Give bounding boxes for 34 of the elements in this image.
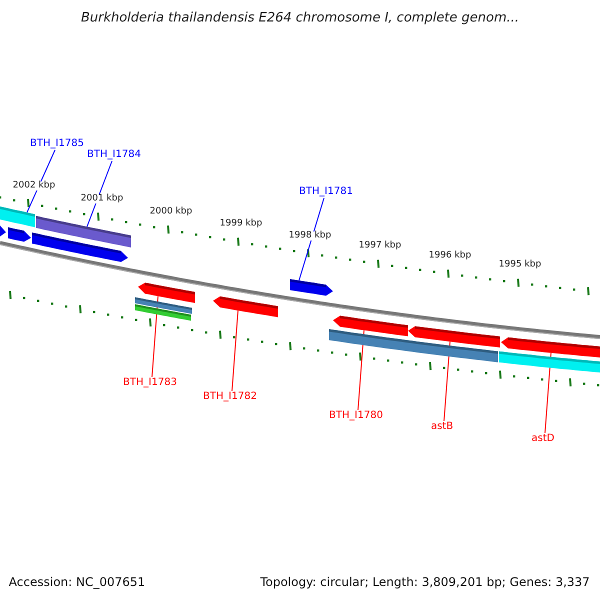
leader-line bbox=[86, 160, 112, 228]
genome-info-text: Topology: circular; Length: 3,809,201 bp; Genes: 3,337 bbox=[260, 576, 590, 588]
gene-pointer-block bbox=[32, 232, 128, 262]
gene-label: BTH_I1780 bbox=[329, 411, 383, 421]
scale-label: 1999 kbp bbox=[220, 220, 262, 228]
scale-label: 1997 kbp bbox=[358, 242, 402, 250]
scale-label: 2002 kbp bbox=[12, 182, 56, 190]
gene-pointer-block bbox=[408, 326, 500, 348]
gene-label: BTH_I1784 bbox=[87, 150, 141, 160]
scale-label: 2001 kbp bbox=[80, 194, 124, 204]
gene-label: astB bbox=[430, 422, 454, 432]
leader-line bbox=[26, 150, 56, 213]
scale-label: 1995 kbp bbox=[498, 260, 542, 270]
gene-pointer-block bbox=[0, 226, 6, 236]
gene-label: BTH_I1782 bbox=[203, 392, 257, 402]
gene-bar bbox=[135, 304, 191, 321]
gene-bar bbox=[499, 351, 600, 372]
leader-line bbox=[232, 310, 238, 392]
gene-pointer-block bbox=[213, 296, 278, 318]
leader-line bbox=[298, 198, 324, 282]
scale-label: 1998 kbp bbox=[288, 232, 332, 240]
scale-label: 2000 kbp bbox=[150, 208, 192, 216]
scale-label: 1996 kbp bbox=[428, 252, 472, 260]
leader-line bbox=[358, 330, 364, 410]
gene-label: BTH_I1783 bbox=[123, 378, 177, 388]
title: Burkholderia thailandensis E264 chromosome I, complete genom... bbox=[80, 12, 520, 24]
leader-line bbox=[152, 296, 158, 378]
gene-pointer-block bbox=[290, 279, 333, 296]
gene-pointer-block bbox=[8, 227, 31, 242]
gene-label: astD bbox=[532, 434, 554, 444]
accession-text: Accession: NC_007651 bbox=[8, 576, 146, 588]
gene-bar bbox=[0, 206, 35, 228]
gene-label: BTH_I1781 bbox=[299, 187, 353, 197]
gene-label: BTH_I1785 bbox=[30, 139, 84, 149]
